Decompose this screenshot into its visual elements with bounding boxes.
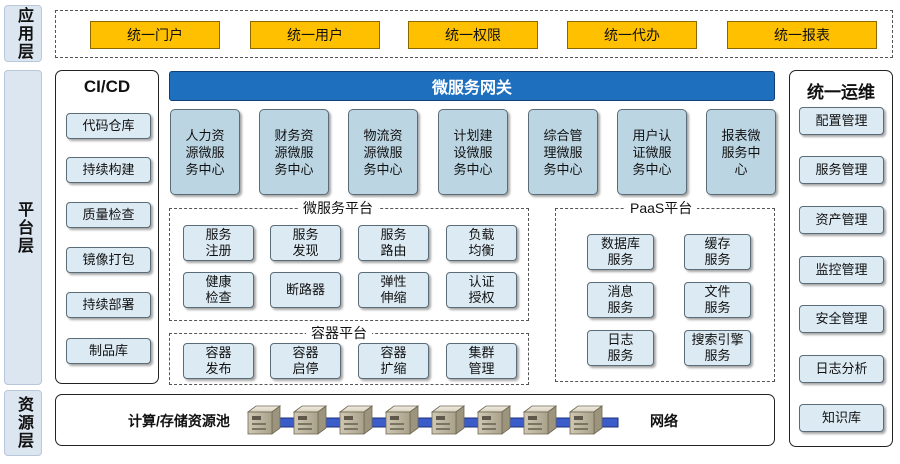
ops-monitor-mgmt[interactable]: 监控管理: [799, 256, 884, 284]
server-icon: [476, 405, 512, 435]
ops-asset-mgmt[interactable]: 资产管理: [799, 206, 884, 234]
layer-label-resource: 资源层: [4, 390, 42, 456]
layer-label-platform: 平台层: [4, 70, 42, 385]
layer-label-resource-text: 资源层: [15, 396, 32, 450]
service-center-logistics[interactable]: 物流资 源微服 务中心: [348, 109, 418, 195]
server-icon: [522, 405, 558, 435]
ms-service-discovery[interactable]: 服务 发现: [270, 225, 341, 261]
service-center-finance[interactable]: 财务资 源微服 务中心: [259, 109, 329, 195]
ms-auth-authorization[interactable]: 认证 授权: [446, 272, 517, 308]
microservice-gateway[interactable]: 微服务网关: [169, 71, 775, 101]
cicd-item-image-packaging[interactable]: 镜像打包: [66, 247, 151, 273]
layer-label-app-text: 应用层: [15, 6, 32, 61]
service-center-user-auth[interactable]: 用户认 证微服 务中心: [617, 109, 687, 195]
cicd-item-code-repo[interactable]: 代码仓库: [66, 113, 151, 139]
resource-pool-label: 计算/存储资源池: [128, 413, 230, 429]
ms-service-routing[interactable]: 服务 路由: [358, 225, 429, 261]
container-scaling[interactable]: 容器 扩缩: [358, 343, 429, 379]
ops-log-analysis[interactable]: 日志分析: [799, 355, 884, 383]
paas-file-service[interactable]: 文件 服务: [684, 282, 751, 318]
ms-load-balancing[interactable]: 负载 均衡: [446, 225, 517, 261]
service-center-report[interactable]: 报表微 服务中 心: [706, 109, 776, 195]
cicd-title: CI/CD: [83, 77, 131, 96]
app-item-report[interactable]: 统一报表: [727, 21, 877, 49]
ops-knowledge-base[interactable]: 知识库: [799, 404, 884, 432]
server-icons: [246, 405, 604, 435]
server-icon: [292, 405, 328, 435]
app-item-portal[interactable]: 统一门户: [90, 21, 220, 49]
container-start-stop[interactable]: 容器 启停: [270, 343, 341, 379]
ops-security-mgmt[interactable]: 安全管理: [799, 305, 884, 333]
service-center-general-mgmt[interactable]: 综合管 理微服 务中心: [528, 109, 598, 195]
paas-search-engine-service[interactable]: 搜索引擎 服务: [684, 330, 751, 366]
service-center-planning[interactable]: 计划建 设微服 务中心: [438, 109, 508, 195]
ms-health-check[interactable]: 健康 检查: [183, 272, 254, 308]
ms-circuit-breaker[interactable]: 断路器: [270, 272, 341, 308]
server-icon: [568, 405, 604, 435]
ms-service-registry[interactable]: 服务 注册: [183, 225, 254, 261]
paas-cache-service[interactable]: 缓存 服务: [684, 234, 751, 270]
network-connectors: [273, 417, 619, 428]
service-center-hr[interactable]: 人力资 源微服 务中心: [170, 109, 240, 195]
server-icon: [384, 405, 420, 435]
container-cluster-mgmt[interactable]: 集群 管理: [446, 343, 517, 379]
container-platform-label: 容器平台: [306, 323, 372, 343]
app-layer-container: [55, 10, 893, 58]
server-chain: [246, 405, 619, 435]
layer-label-app: 应用层: [4, 5, 42, 62]
cicd-item-continuous-deploy[interactable]: 持续部署: [66, 292, 151, 318]
server-icon: [246, 405, 282, 435]
app-item-user[interactable]: 统一用户: [250, 21, 380, 49]
container-publish[interactable]: 容器 发布: [183, 343, 254, 379]
server-icon: [338, 405, 374, 435]
network-label: 网络: [650, 413, 678, 429]
app-item-permission[interactable]: 统一权限: [408, 21, 538, 49]
ops-config-mgmt[interactable]: 配置管理: [799, 107, 884, 135]
paas-message-service[interactable]: 消息 服务: [587, 282, 654, 318]
paas-log-service[interactable]: 日志 服务: [587, 330, 654, 366]
microservice-platform-label: 微服务平台: [298, 198, 378, 218]
app-item-todo[interactable]: 统一代办: [567, 21, 697, 49]
ops-title: 统一运维: [807, 83, 875, 102]
server-icon: [430, 405, 466, 435]
paas-platform-label: PaaS平台: [625, 198, 698, 218]
layer-label-platform-text: 平台层: [15, 200, 32, 255]
ms-elastic-scaling[interactable]: 弹性 伸缩: [358, 272, 429, 308]
cicd-item-quality-check[interactable]: 质量检查: [66, 202, 151, 228]
paas-database-service[interactable]: 数据库 服务: [587, 234, 654, 270]
cicd-item-artifact-repo[interactable]: 制品库: [66, 338, 151, 364]
ops-service-mgmt[interactable]: 服务管理: [799, 156, 884, 184]
cicd-item-continuous-build[interactable]: 持续构建: [66, 157, 151, 183]
